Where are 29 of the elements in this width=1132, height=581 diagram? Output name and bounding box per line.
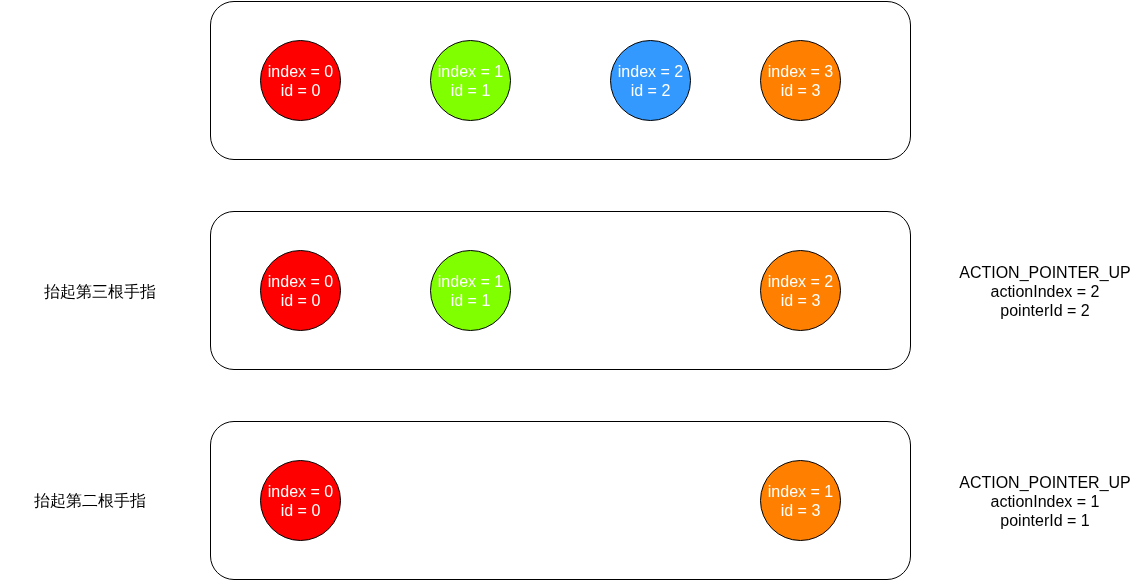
event-param: actionIndex = 1 [990, 491, 1100, 511]
id-label: id = 0 [280, 290, 321, 310]
rounded-panel [210, 1, 911, 160]
id-label: id = 1 [450, 80, 491, 100]
id-label: id = 1 [450, 290, 491, 310]
index-label: index = 3 [767, 61, 834, 81]
event-param: pointerId = 1 [1000, 510, 1090, 530]
event-param: pointerId = 2 [1000, 300, 1090, 320]
index-label: index = 0 [267, 61, 334, 81]
id-label: id = 3 [780, 80, 821, 100]
step-caption: 抬起第三根手指 [44, 281, 156, 301]
rounded-panel [210, 211, 911, 370]
event-param: actionIndex = 2 [990, 281, 1100, 301]
index-label: index = 1 [437, 61, 504, 81]
step-caption: 抬起第二根手指 [34, 490, 146, 510]
index-label: index = 2 [617, 61, 684, 81]
index-label: index = 1 [767, 481, 834, 501]
index-label: index = 0 [267, 481, 334, 501]
id-label: id = 3 [780, 500, 821, 520]
id-label: id = 2 [630, 80, 671, 100]
index-label: index = 2 [767, 271, 834, 291]
id-label: id = 0 [280, 500, 321, 520]
id-label: id = 3 [780, 290, 821, 310]
id-label: id = 0 [280, 80, 321, 100]
rounded-panel [210, 421, 911, 580]
index-label: index = 1 [437, 271, 504, 291]
index-label: index = 0 [267, 271, 334, 291]
event-name: ACTION_POINTER_UP [959, 472, 1131, 492]
event-name: ACTION_POINTER_UP [959, 262, 1131, 282]
